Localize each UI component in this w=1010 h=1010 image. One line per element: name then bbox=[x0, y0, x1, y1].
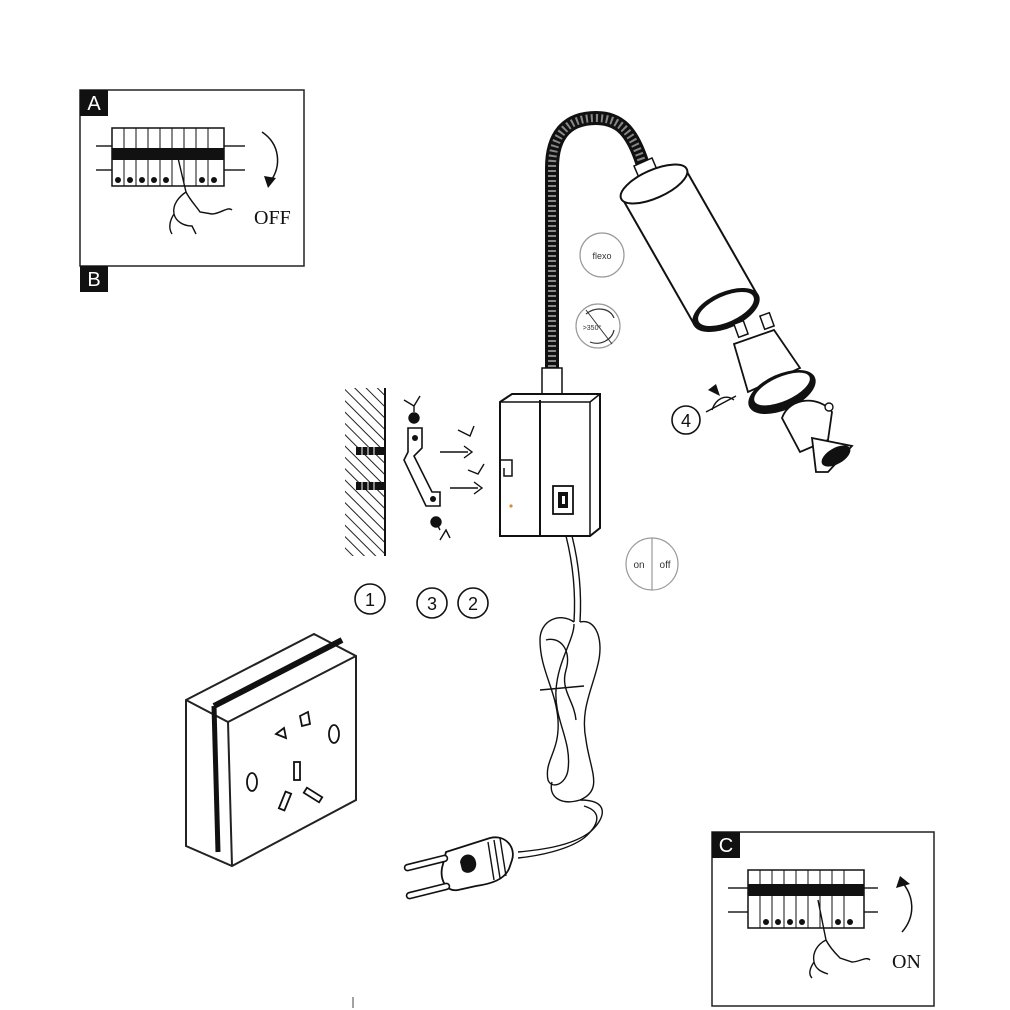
hand-pointer-icon bbox=[809, 899, 871, 979]
panel-b-badge-label: B bbox=[87, 269, 100, 291]
screws bbox=[403, 395, 485, 541]
flexo-badge: flexo bbox=[579, 232, 625, 278]
wall-socket bbox=[185, 632, 357, 868]
power-cord bbox=[517, 535, 603, 859]
on-text: on bbox=[633, 560, 644, 571]
panel-c-badge-label: C bbox=[719, 835, 733, 857]
rotation-badge: >350° bbox=[575, 303, 621, 349]
hand-pointer-icon bbox=[169, 157, 233, 235]
on-label: ON bbox=[892, 951, 921, 973]
plug-pin-upper bbox=[403, 854, 449, 872]
gooseneck-arm bbox=[545, 110, 649, 379]
lamp-head bbox=[619, 163, 760, 333]
panel-a-breaker-off: A B OFF bbox=[79, 89, 305, 292]
rotate-up-arrow-icon bbox=[901, 881, 913, 933]
panel-c-breaker-on: C ON bbox=[711, 831, 935, 1007]
step-4-label: 4 bbox=[681, 411, 691, 431]
lamp-holder-ring bbox=[781, 399, 854, 473]
flexo-label: flexo bbox=[592, 251, 611, 261]
panel-c-badge bbox=[712, 832, 740, 858]
step-4-marker: 4 bbox=[671, 405, 701, 435]
breaker-block-c bbox=[747, 869, 865, 929]
panel-a-badge-label: A bbox=[87, 93, 101, 115]
panel-a-badge bbox=[80, 90, 108, 116]
rotation-label: >350° bbox=[583, 324, 602, 332]
step-1-label: 1 bbox=[365, 590, 375, 610]
step-2-label: 2 bbox=[468, 594, 478, 614]
power-plug bbox=[403, 836, 514, 900]
wall-section bbox=[345, 388, 386, 556]
wall-hatch bbox=[345, 388, 385, 556]
breaker-block-a bbox=[111, 127, 225, 187]
plug-pin-lower bbox=[405, 882, 451, 900]
gu10-bulb bbox=[732, 311, 816, 415]
rotate-icon bbox=[585, 308, 615, 319]
step-3-marker: 3 bbox=[416, 587, 448, 619]
off-label: OFF bbox=[254, 207, 291, 229]
lamp-assembly: flexo >350° on bbox=[403, 110, 854, 900]
step-2-marker: 2 bbox=[457, 587, 489, 619]
step-1-marker: 1 bbox=[354, 583, 386, 615]
off-text: off bbox=[660, 560, 671, 571]
indicator-dot bbox=[509, 504, 513, 508]
switch-box bbox=[499, 393, 601, 537]
panel-b-badge bbox=[80, 266, 108, 292]
mounting-bracket bbox=[403, 427, 441, 507]
on-off-badge: on off bbox=[625, 537, 679, 591]
step-3-label: 3 bbox=[427, 594, 437, 614]
